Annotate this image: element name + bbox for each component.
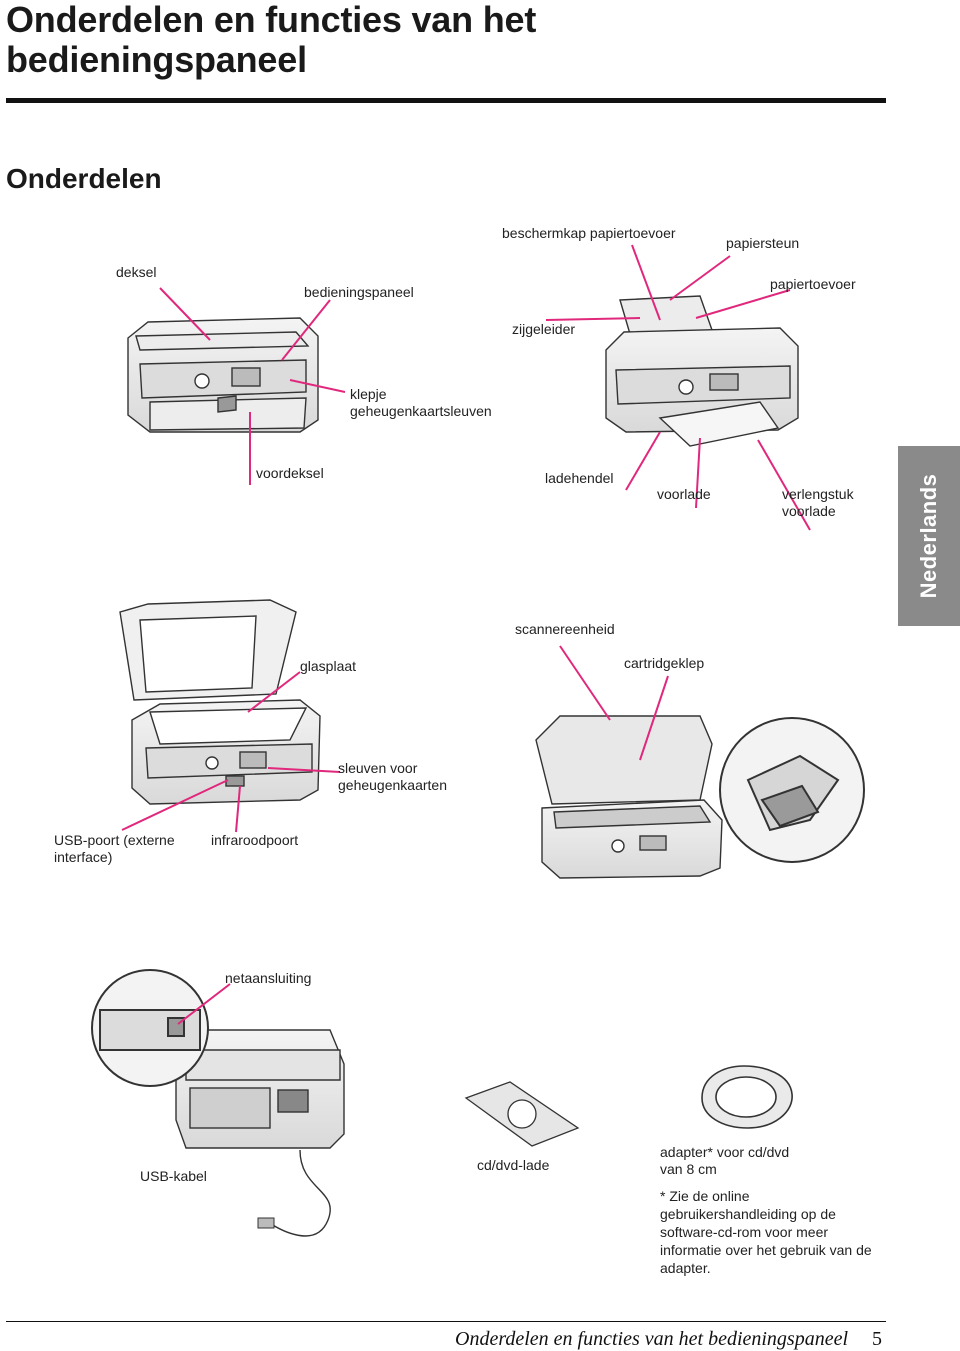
label-bedieningspaneel: bedieningspaneel: [304, 284, 414, 300]
label-papiertoevoer: papiertoevoer: [770, 276, 856, 292]
page-title-line-2: bedieningspaneel: [6, 39, 307, 80]
footer-rule: [6, 1321, 886, 1322]
adapter-footnote: * Zie de online gebruikershandleiding op…: [660, 1188, 872, 1276]
label-glasplaat: glasplaat: [300, 658, 357, 674]
label-sleuven: sleuven voor geheugenkaarten: [338, 760, 447, 794]
label-scannereenheid: scannereenheid: [515, 621, 615, 637]
label-beschermkap: beschermkap papiertoevoer: [502, 225, 676, 241]
label-deksel: deksel: [116, 264, 157, 280]
label-verlengstuk-line-2: voorlade: [782, 503, 836, 519]
leader-lines: [121, 244, 811, 1025]
label-voordeksel: voordeksel: [256, 465, 324, 481]
usb-plug-icon: [257, 1217, 275, 1229]
label-voorlade: voorlade: [657, 486, 711, 502]
label-klepje-line-2: geheugenkaartsleuven: [350, 403, 492, 419]
printer-front-view-illustration: [127, 317, 319, 433]
language-tab: Nederlands: [898, 446, 960, 626]
cartridge-detail-circle: [719, 717, 865, 863]
page-title-line-1: Onderdelen en functies van het: [6, 0, 537, 40]
page-number: 5: [872, 1328, 882, 1350]
power-inlet-detail-circle: [91, 969, 209, 1087]
printer-paper-support-illustration: [605, 295, 799, 447]
printer-cartridge-access-illustration: [535, 715, 723, 879]
title-rule: [6, 98, 886, 103]
label-ladehendel: ladehendel: [545, 470, 614, 486]
printer-rear-view-illustration: [175, 1029, 345, 1149]
footer-title: Onderdelen en functies van het bediening…: [455, 1328, 849, 1350]
label-usb-kabel: USB-kabel: [140, 1168, 207, 1184]
label-usb-poort-line-2: interface): [54, 849, 113, 865]
label-adapter-line-1: adapter* voor cd/dvd: [660, 1144, 790, 1160]
label-verlengstuk-line-1: verlengstuk: [782, 486, 854, 502]
label-adapter-line-2: van 8 cm: [660, 1161, 717, 1177]
label-klepje: klepje geheugenkaartsleuven: [350, 386, 492, 420]
label-usb-poort: USB-poort (externe interface): [54, 832, 175, 866]
page-title: Onderdelen en functies van het bediening…: [6, 0, 886, 80]
cd-dvd-tray-illustration: [464, 1081, 580, 1147]
label-verlengstuk: verlengstuk voorlade: [782, 486, 854, 520]
label-adapter: adapter* voor cd/dvd van 8 cm: [660, 1144, 789, 1178]
label-cd-lade: cd/dvd-lade: [477, 1157, 550, 1173]
section-heading: Onderdelen: [6, 163, 162, 194]
label-netaansluiting: netaansluiting: [225, 970, 312, 986]
usb-cable: [267, 1149, 331, 1237]
label-klepje-line-1: klepje: [350, 386, 387, 402]
label-sleuven-line-1: sleuven voor: [338, 760, 418, 776]
label-papiersteun: papiersteun: [726, 235, 800, 251]
label-zijgeleider: zijgeleider: [512, 321, 576, 337]
label-usb-poort-line-1: USB-poort (externe: [54, 832, 175, 848]
label-cartridgeklep: cartridgeklep: [624, 655, 705, 671]
label-infraroodpoort: infraroodpoort: [211, 832, 299, 848]
printer-scanner-open-illustration: [119, 599, 321, 805]
cd-adapter-illustration: [701, 1065, 793, 1129]
label-sleuven-line-2: geheugenkaarten: [338, 777, 447, 793]
